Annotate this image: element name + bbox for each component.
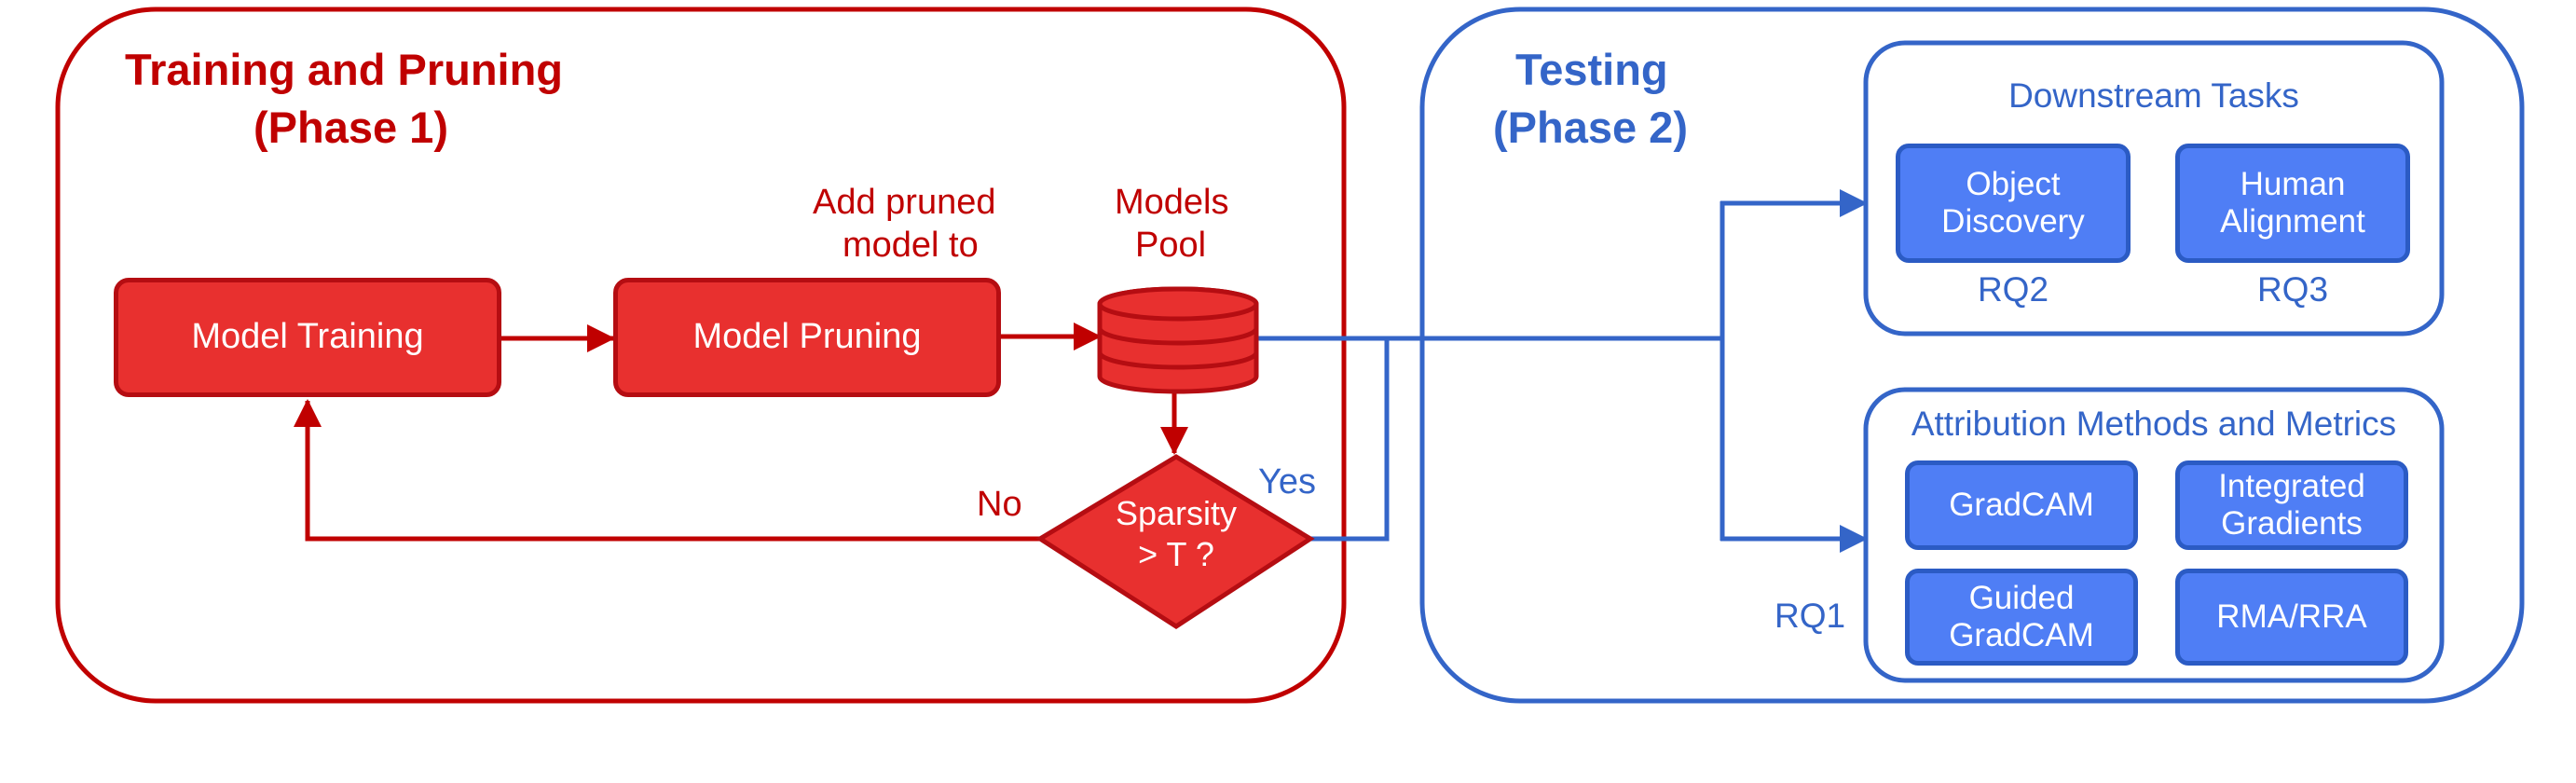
- guided-gradcam-label: Guided GradCAM: [1949, 579, 2094, 653]
- rq3-label: RQ3: [2256, 270, 2329, 309]
- phase2-title: Testing: [1515, 45, 1668, 94]
- sparsity-label: Sparsity: [1115, 494, 1238, 532]
- phase1-subtitle: (Phase 1): [253, 103, 448, 152]
- human-alignment-label: Human Alignment: [2220, 165, 2365, 240]
- downstream-tasks-title: Downstream Tasks: [2008, 76, 2299, 115]
- phase1-container: [55, 7, 1347, 704]
- sparsity-decision-diamond: [1035, 454, 1315, 629]
- rq2-label: RQ2: [1977, 270, 2049, 309]
- guided-gradcam-box: Guided GradCAM: [1905, 569, 2138, 666]
- add-pruned-label-line2: model to: [843, 226, 979, 265]
- rma-rra-box: RMA/RRA: [2175, 569, 2408, 666]
- model-training-box: Model Training: [114, 278, 501, 397]
- sparsity-threshold-label: > T ?: [1138, 535, 1214, 573]
- object-discovery-label: Object Discovery: [1941, 165, 2085, 240]
- line-yes-path: [1310, 338, 1390, 542]
- rma-rra-label: RMA/RRA: [2216, 598, 2367, 635]
- models-pool-label-line2: Pool: [1135, 226, 1207, 265]
- arrow-no-loop: [294, 399, 1040, 542]
- add-pruned-label: Add pruned: [813, 183, 996, 222]
- downstream-tasks-group: [1863, 40, 2445, 337]
- models-pool-label: Models: [1115, 183, 1229, 222]
- gradcam-box: GradCAM: [1905, 460, 2138, 550]
- human-alignment-box: Human Alignment: [2175, 144, 2410, 263]
- no-label: No: [977, 485, 1022, 524]
- phase1-title: Training and Pruning: [125, 45, 563, 94]
- phase2-subtitle: (Phase 2): [1493, 103, 1688, 152]
- model-pruning-box: Model Pruning: [613, 278, 1001, 397]
- integrated-gradients-box: Integrated Gradients: [2175, 460, 2408, 550]
- gradcam-label: GradCAM: [1949, 486, 2094, 523]
- object-discovery-box: Object Discovery: [1896, 144, 2131, 263]
- integrated-gradients-label: Integrated Gradients: [2218, 467, 2365, 542]
- rq1-label: RQ1: [1774, 597, 1846, 635]
- phase2-container: [1419, 7, 2525, 704]
- attribution-methods-title: Attribution Methods and Metrics: [1911, 405, 2397, 443]
- yes-label: Yes: [1258, 462, 1316, 501]
- database-icon: [1097, 286, 1259, 394]
